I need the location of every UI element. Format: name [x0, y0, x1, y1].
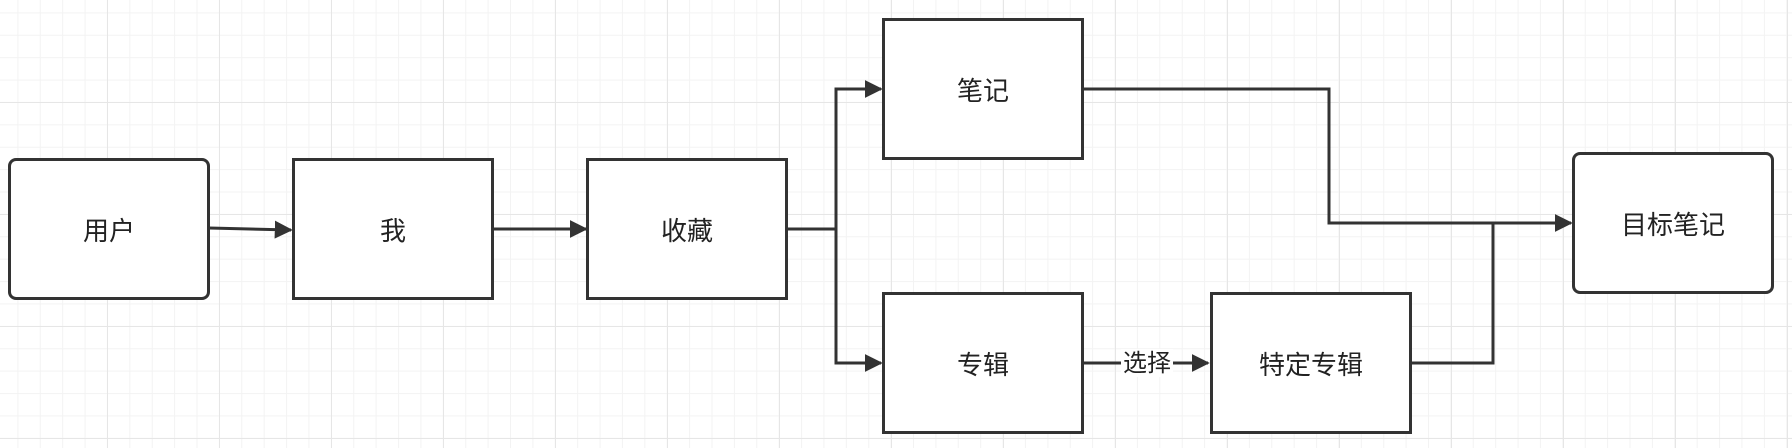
node-notes[interactable]: 笔记 [882, 18, 1084, 160]
node-target-note[interactable]: 目标笔记 [1572, 152, 1774, 294]
node-albums-label: 专辑 [956, 350, 1009, 381]
node-favorites[interactable]: 收藏 [586, 158, 788, 300]
node-target-note-label: 目标笔记 [1620, 210, 1725, 241]
edge-user-to-me [208, 220, 293, 239]
edge-label-select: 选择 [1121, 349, 1173, 377]
node-specific-album-label: 特定专辑 [1258, 350, 1363, 381]
node-specific-album[interactable]: 特定专辑 [1210, 292, 1412, 434]
node-me-label: 我 [379, 216, 406, 247]
edge-favorites-to-notes [788, 80, 883, 231]
edge-favorites-to-albums [834, 229, 883, 372]
edge-notes-to-target-note [1084, 87, 1573, 232]
node-albums[interactable]: 专辑 [882, 292, 1084, 434]
node-notes-label: 笔记 [956, 76, 1009, 107]
edge-specific-album-to-target-note [1412, 223, 1495, 365]
node-favorites-label: 收藏 [660, 216, 713, 247]
node-user-label: 用户 [82, 216, 135, 247]
node-user[interactable]: 用户 [8, 158, 210, 300]
node-me[interactable]: 我 [292, 158, 494, 300]
